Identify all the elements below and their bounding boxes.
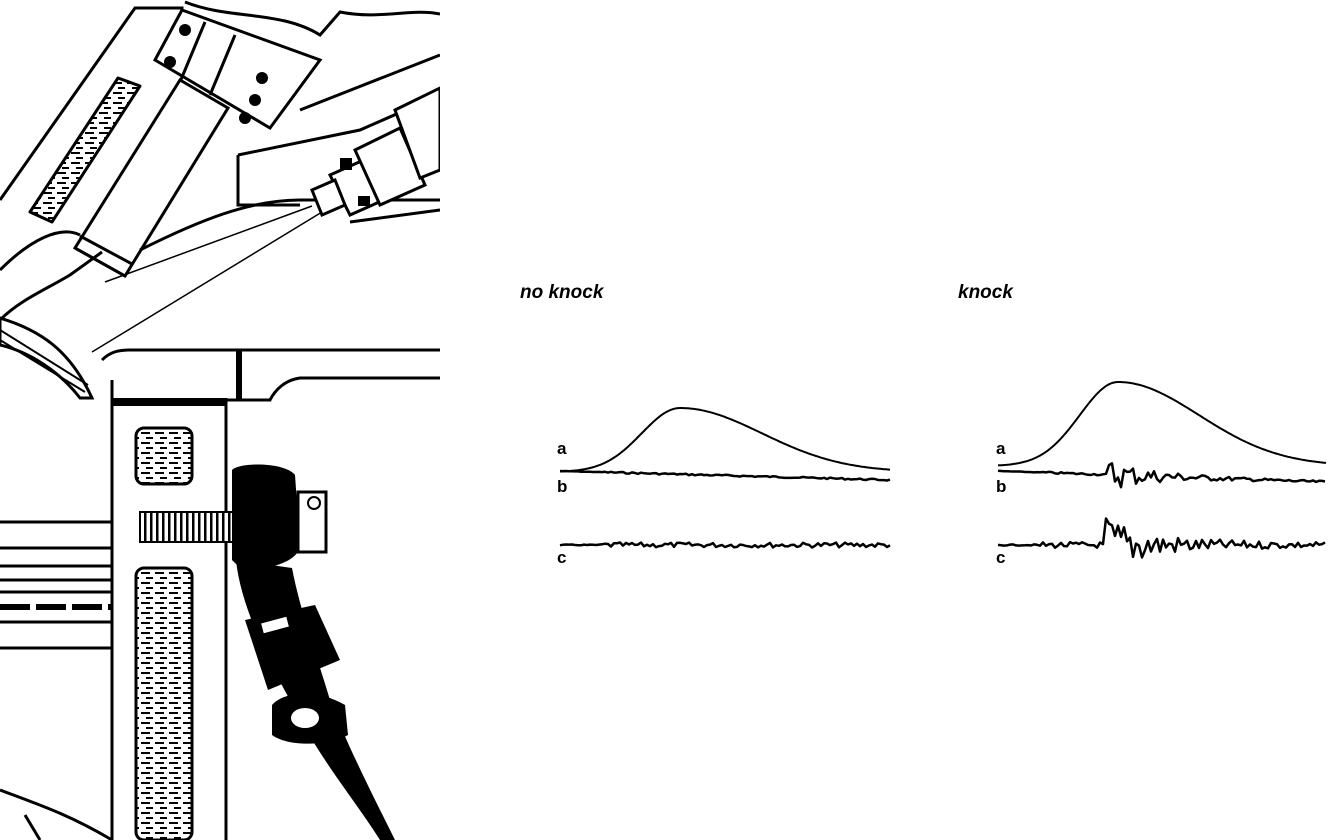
trace-a-knock bbox=[997, 381, 1327, 467]
valve-head bbox=[0, 316, 95, 400]
trace-label-a-no-knock: a bbox=[557, 439, 567, 458]
trace-c-knock bbox=[997, 517, 1326, 559]
panel-title-knock: knock bbox=[958, 282, 1013, 303]
engine-cross-section-illustration bbox=[0, 0, 440, 840]
trace-label-c-knock: c bbox=[996, 548, 1006, 567]
sensor-bolt bbox=[139, 511, 237, 543]
spark-plug bbox=[236, 86, 440, 224]
trace-label-a-knock: a bbox=[996, 439, 1006, 458]
coolant-passage-upper bbox=[134, 426, 194, 486]
knock-sensor bbox=[139, 464, 395, 840]
trace-label-b-no-knock: b bbox=[557, 477, 568, 496]
trace-a-no-knock bbox=[560, 407, 891, 473]
tappet-block bbox=[152, 8, 323, 130]
trace-label-c-no-knock: c bbox=[557, 548, 567, 567]
oil-channel bbox=[28, 76, 142, 224]
piston-area bbox=[0, 520, 113, 840]
valve-stem bbox=[72, 77, 231, 279]
trace-b-knock bbox=[997, 462, 1326, 489]
panel-title-no-knock: no knock bbox=[520, 282, 604, 303]
trace-label-b-knock: b bbox=[996, 477, 1007, 496]
trace-b-no-knock bbox=[559, 469, 891, 482]
trace-c-no-knock bbox=[559, 541, 891, 549]
coolant-passage-lower bbox=[134, 566, 194, 840]
